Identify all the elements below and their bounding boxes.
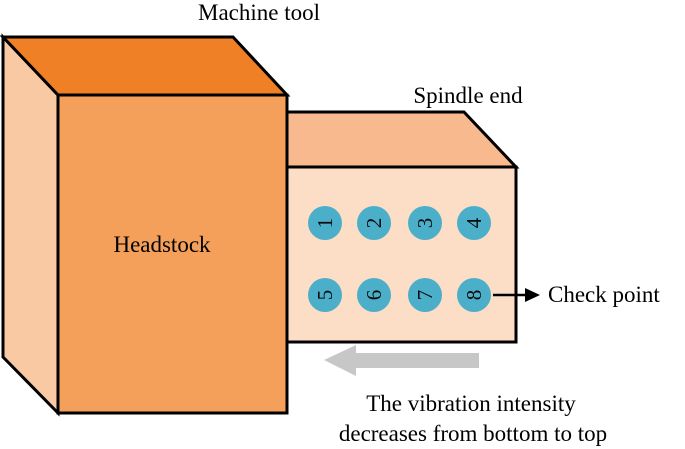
check-point-circle [357,206,391,240]
check-point-arrow-head-icon [525,288,540,302]
check-point-number: 8 [462,290,486,301]
check-point-label: Check point [548,282,660,307]
vibration-caption-line-1: The vibration intensity [366,391,576,416]
spindle-end [285,110,520,344]
headstock-side-face [1,33,60,417]
check-point-6: 6 [357,278,391,312]
check-point-7: 7 [408,278,442,312]
check-point-number: 2 [362,218,386,229]
check-point-circle [357,278,391,312]
check-points-group: 1 2 3 4 5 6 7 8 [308,206,491,312]
spindle-top-face [285,110,520,169]
check-point-circle [308,278,342,312]
check-point-number: 3 [413,218,437,229]
spindle-front-face [285,165,518,344]
check-point-number: 1 [313,218,337,229]
check-point-circle [457,206,491,240]
check-point-circle [408,206,442,240]
check-point-4: 4 [457,206,491,240]
check-point-5: 5 [308,278,342,312]
check-point-number: 6 [362,290,386,301]
headstock-box [0,33,291,417]
vibration-caption-line-2: decreases from bottom to top [339,421,607,446]
check-point-circle [457,278,491,312]
check-point-callout: Check point [493,282,660,307]
vibration-direction-arrow-icon [324,345,479,376]
machine-tool-label: Machine tool [198,0,320,25]
check-point-number: 7 [413,290,437,301]
check-point-1: 1 [308,206,342,240]
check-point-2: 2 [357,206,391,240]
headstock-label: Headstock [113,232,211,257]
check-point-3: 3 [408,206,442,240]
check-point-8: 8 [457,278,491,312]
spindle-end-label: Spindle end [413,83,523,108]
headstock-front-face [56,93,289,415]
check-point-number: 5 [313,290,337,301]
check-point-circle [408,278,442,312]
check-point-number: 4 [462,217,486,228]
check-point-circle [308,206,342,240]
